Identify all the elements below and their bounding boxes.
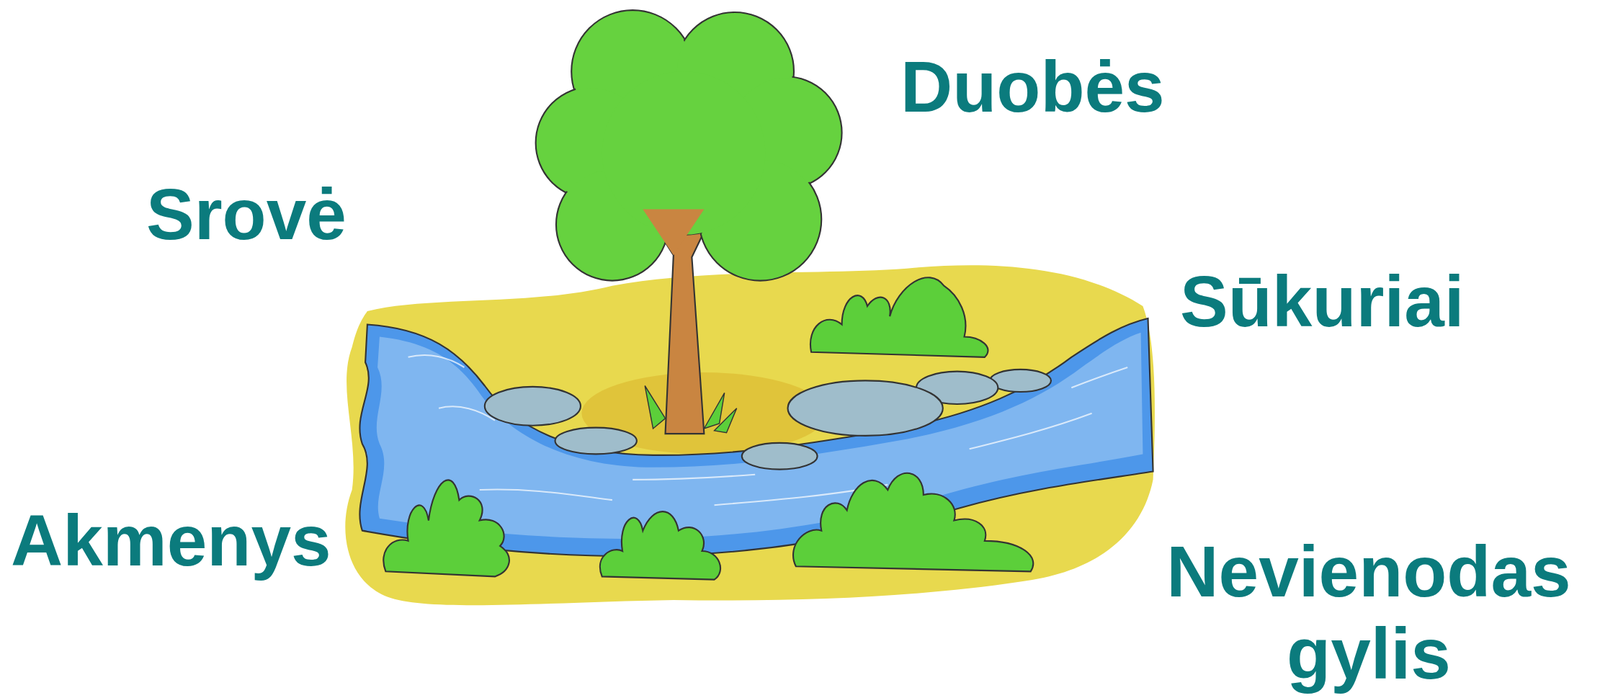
rocks xyxy=(484,369,1052,470)
feature-label: Duobės xyxy=(900,45,1165,128)
feature-label: Srovė xyxy=(146,172,347,256)
bushes xyxy=(383,277,1034,580)
tree-crown xyxy=(535,10,843,281)
grass-tuft xyxy=(644,386,737,433)
feature-label: Sūkuriai xyxy=(1180,260,1465,343)
water-ripples xyxy=(408,355,1129,505)
river-water-light xyxy=(376,332,1144,539)
sand-ground xyxy=(345,265,1155,606)
feature-label: Nevienodas gylis xyxy=(1138,530,1600,695)
feature-label: Akmenys xyxy=(10,499,332,582)
